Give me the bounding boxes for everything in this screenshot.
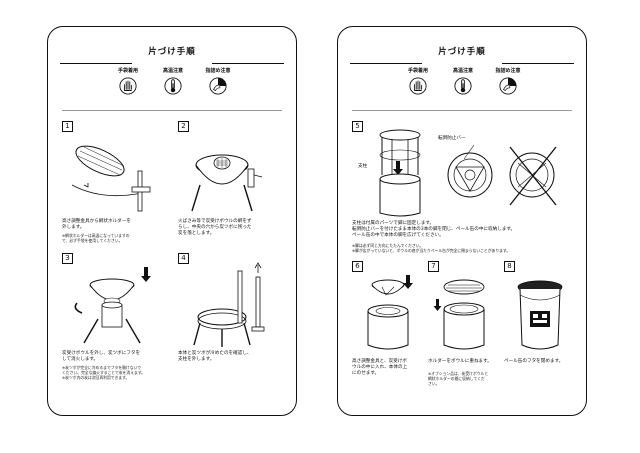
step-5-illustration <box>379 129 557 217</box>
step-description: ホルダーをボウルに重ねます。 <box>428 359 492 364</box>
step-number: 8 <box>504 261 515 272</box>
thermometer-icon <box>164 77 182 95</box>
caution-label: 指詰め注意 <box>205 68 231 74</box>
step-1: 1 高さ調整金具から網状ホルダーを 外します。 ※網状ホルダーは高温になっていま… <box>62 121 174 246</box>
step-description: 高さ調整金具から網状ホルダーを 外します。 <box>62 219 131 230</box>
step-description: 火ばさみ等で炭受けボウルの網をず らし、中央の穴から炭ツボに残った 炭を落としま… <box>178 219 252 236</box>
finger-pinch-icon <box>209 77 227 95</box>
step-note: ※オプション品は、炭受けボウルと 網状ホルダーの間に収納してくだ さい。 <box>428 371 489 386</box>
page-title: 片づけ手順 <box>148 47 196 57</box>
caution-heat: 高温注意 <box>443 67 483 95</box>
title-rule-right <box>212 63 284 64</box>
step-6: 6 高さ調整金具と、炭受けボ ウルの中に入れ、本体の上 にのせます。 <box>352 261 426 401</box>
step-7-illustration <box>433 279 485 350</box>
glove-icon <box>409 77 427 95</box>
caution-icons: 手袋着用 高温注意 指詰め注意 <box>398 67 528 95</box>
caution-heat: 高温注意 <box>153 67 193 95</box>
step-number: 1 <box>62 121 73 132</box>
caution-label: 手袋着用 <box>407 68 428 74</box>
caution-pinch: 指詰め注意 <box>198 67 238 95</box>
step-description: 本体と炭ツボが冷めたのを確認し、 支柱を外します。 <box>178 351 252 362</box>
step-description: 炭受けボウルを外し、炭ツボにフタを して消火します。 <box>62 351 141 362</box>
callout-post: 支柱 <box>358 164 368 169</box>
caution-gloves: 手袋着用 <box>398 67 438 95</box>
instruction-page-right: 片づけ手順 手袋着用 高温注意 指詰め注意 5 <box>337 26 587 416</box>
page-title: 片づけ手順 <box>438 47 486 57</box>
step-7: 7 ホルダーをボウルに重ねます。 ※オプション品は、炭受けボウルと 網状ホルダー… <box>428 261 502 401</box>
divider <box>352 110 572 111</box>
step-note: ※脚は必ず同じ方向にたたんでください。 ※脚が広がっていないと、ボウルの底が当た… <box>352 243 511 253</box>
step-3: 3 炭受けボウルを外し、炭ツボにフタを して消火します。 ※炭ツボが完全に冷める… <box>62 253 174 403</box>
finger-pinch-icon <box>499 77 517 95</box>
step-number: 7 <box>428 261 439 272</box>
glove-icon <box>119 77 137 95</box>
divider <box>62 110 282 111</box>
title-rule-left <box>350 63 422 64</box>
step-note: ※炭ツボが完全に冷めるまでフタを開けないで ください。完全な鎮火することで炭を消… <box>62 365 146 380</box>
caution-pinch: 指詰め注意 <box>488 67 528 95</box>
step-description: ペール缶のフタを閉めます。 <box>504 359 564 364</box>
step-8-illustration <box>517 280 563 350</box>
title-rule-left <box>60 63 132 64</box>
step-number: 5 <box>352 121 363 132</box>
step-number: 3 <box>62 253 73 264</box>
caution-label: 高温注意 <box>452 68 473 74</box>
title-rule-right <box>502 63 574 64</box>
step-1-illustration <box>71 145 151 212</box>
step-8: 8 ペール缶のフタを閉めます。 <box>504 261 578 401</box>
step-number: 6 <box>352 261 363 272</box>
step-6-illustration <box>367 275 413 350</box>
step-description: 高さ調整金具と、炭受けボ ウルの中に入れ、本体の上 にのせます。 <box>352 359 408 376</box>
caution-label: 手袋着用 <box>117 68 138 74</box>
caution-label: 高温注意 <box>162 68 183 74</box>
thermometer-icon <box>454 77 472 95</box>
step-number: 2 <box>178 121 189 132</box>
step-3-illustration <box>74 267 151 344</box>
instruction-page-left: 片づけ手順 手袋着用 高温注意 指詰め注意 1 高さ調整金具から網状ホルダーを … <box>47 26 297 416</box>
caution-icons: 手袋着用 高温注意 指詰め注意 <box>108 67 238 95</box>
step-5: 5 転倒防止バー 支柱 支柱は付属 <box>352 121 574 261</box>
step-description: 支柱は付属のパーツで脚に固定します。 転倒防止バーを付けたまま本体の3本の脚を閉… <box>352 221 516 238</box>
step-note: ※網状ホルダーは高温になっていますの で、必ず手袋を使用してください。 <box>62 233 130 243</box>
step-4-illustration <box>193 262 265 347</box>
step-2: 2 火ばさみ等で炭受けボウルの網をず らし、中央の穴から炭ツボに残った 炭を落と… <box>178 121 290 246</box>
step-2-illustration <box>191 154 263 212</box>
caution-gloves: 手袋着用 <box>108 67 148 95</box>
step-number: 4 <box>178 253 189 264</box>
callout-anti-tip-bar: 転倒防止バー <box>438 136 466 141</box>
caution-label: 指詰め注意 <box>495 68 521 74</box>
step-4: 4 本体と炭ツボが冷めたのを確認し、 支柱を外します。 <box>178 253 290 403</box>
